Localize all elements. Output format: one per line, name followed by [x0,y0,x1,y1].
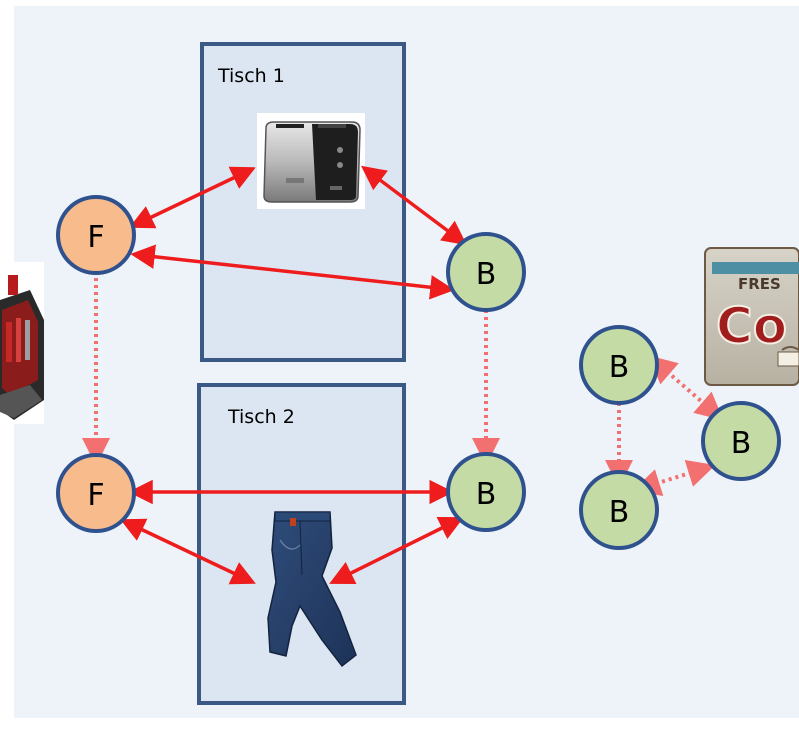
solid-arrows [120,165,467,585]
node-b-bottom-label: B [476,477,497,512]
node-b-cluster-2-label: B [731,426,752,461]
node-b-cluster-3-label: B [609,495,630,530]
node-b-top: B [446,232,526,312]
node-f-bottom: F [56,453,136,533]
node-f-top: F [56,195,136,275]
arrow-f-bottom-jeans [120,518,256,585]
toaster-icon [257,113,365,209]
jeans-icon [267,511,357,668]
table-1-label: Tisch 1 [217,65,285,87]
node-b-cluster-2: B [701,401,781,481]
table-2-label: Tisch 2 [227,406,295,428]
node-b-cluster-1-label: B [609,350,630,385]
arrow-jeans-b-bottom [329,517,464,584]
background-panel [14,6,799,718]
sign-big-letters: Co [716,297,787,355]
coffee-sign-icon: FRES Co [704,247,799,386]
node-b-top-label: B [476,257,497,292]
node-f-top-label: F [87,220,104,255]
arrow-f-top-b-top [130,244,455,300]
sign-top-text: FRES [738,275,781,293]
node-b-cluster-1: B [579,325,659,405]
node-b-cluster-3: B [579,470,659,550]
arrow-f-top-toaster [129,166,256,229]
node-f-bottom-label: F [87,478,104,513]
toolbox-icon [0,262,44,424]
node-b-bottom: B [446,452,526,532]
arrow-toaster-b-top [361,165,467,246]
